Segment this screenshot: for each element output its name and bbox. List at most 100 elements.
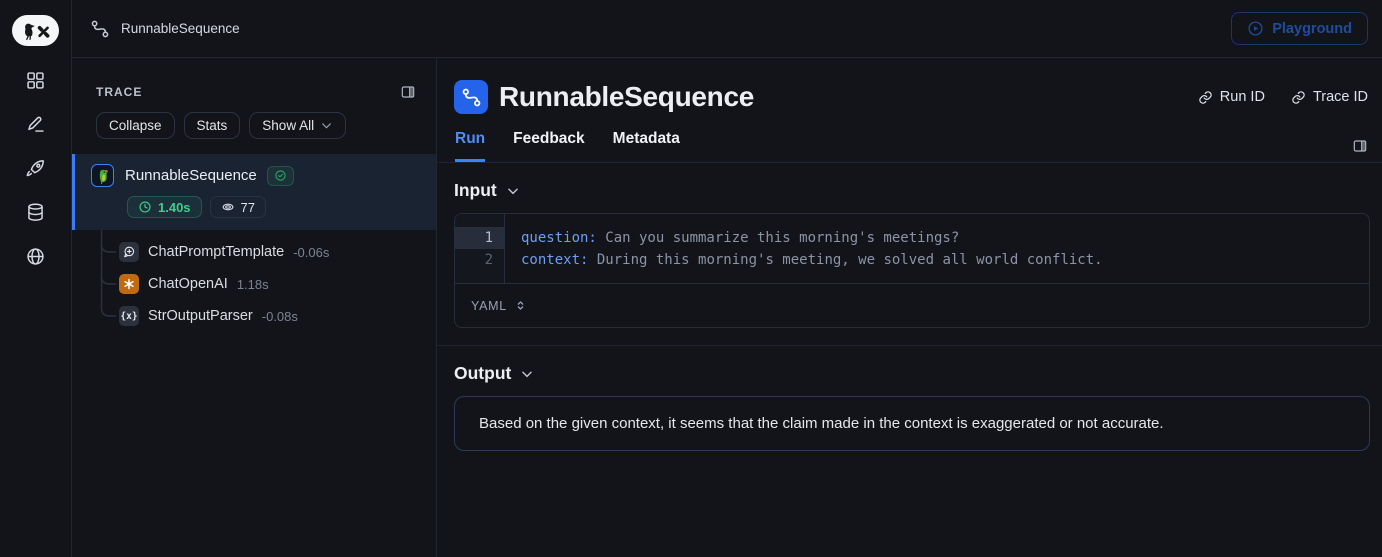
output-value-box: Based on the given context, it seems tha… (454, 396, 1370, 451)
show-all-dropdown[interactable]: Show All (249, 112, 347, 139)
chevron-down-icon (522, 371, 533, 377)
trace-row-stroutputparser[interactable]: {x} StrOutputParser -0.08s (72, 300, 436, 332)
app-sidebar (0, 0, 72, 557)
input-section: Input 1 2 question: Can you summarize th… (437, 180, 1382, 328)
root-run-name: RunnableSequence (125, 167, 257, 184)
sequence-icon (91, 20, 109, 37)
grid-icon (27, 71, 44, 89)
topbar-title: RunnableSequence (121, 21, 240, 36)
child-run-duration: -0.08s (261, 308, 298, 324)
run-tabs: Run Feedback Metadata (437, 114, 1382, 163)
sidebar-item-deployments[interactable] (0, 146, 72, 190)
sidebar-item-hub[interactable] (0, 234, 72, 278)
editor-footer: YAML (455, 283, 1369, 327)
format-selector[interactable]: YAML (471, 299, 527, 313)
langsmith-logo[interactable] (12, 15, 59, 46)
line-number: 2 (484, 252, 493, 268)
page-title: RunnableSequence (499, 81, 755, 112)
show-all-label: Show All (262, 118, 315, 133)
format-value: YAML (471, 298, 507, 313)
yaml-key: question: (521, 230, 597, 246)
sidebar-item-annotate[interactable] (0, 102, 72, 146)
yaml-value: During this morning's meeting, we solved… (588, 252, 1103, 268)
topbar: RunnableSequence Playground (72, 0, 1382, 58)
chevron-down-icon (507, 188, 518, 194)
parser-glyph: {x} (120, 310, 138, 322)
child-run-name: ChatOpenAI (148, 276, 228, 292)
run-detail-panel: RunnableSequence Run ID Trace ID Run Fee… (437, 58, 1382, 557)
sort-chevrons-icon (517, 301, 524, 310)
duration-badge: 1.40s (127, 196, 202, 218)
code-content: question: Can you summarize this morning… (505, 214, 1369, 283)
run-id-label: Run ID (1219, 89, 1265, 105)
tab-feedback[interactable]: Feedback (513, 130, 585, 147)
run-id-link[interactable]: Run ID (1198, 89, 1265, 105)
playground-button[interactable]: Playground (1231, 12, 1368, 45)
trace-children: ChatPromptTemplate -0.06s (72, 230, 436, 332)
input-heading: Input (454, 180, 497, 200)
run-header: RunnableSequence Run ID Trace ID (437, 58, 1382, 114)
tokens-value: 77 (240, 199, 256, 215)
clock-icon (139, 201, 151, 213)
parrot-tools-icon (24, 23, 49, 40)
token-icon (222, 203, 233, 211)
trace-row-chatprompttemplate[interactable]: ChatPromptTemplate -0.06s (72, 236, 436, 268)
message-plus-icon (119, 242, 139, 262)
output-section-header[interactable]: Output (454, 363, 1370, 384)
openai-icon (119, 274, 139, 294)
trace-panel: TRACE Collapse Stats Show All (72, 58, 437, 557)
success-status-badge (266, 165, 294, 186)
line-number-gutter: 1 2 (455, 214, 505, 283)
stats-button[interactable]: Stats (183, 112, 241, 139)
output-section: Output Based on the given context, it se… (437, 363, 1382, 451)
collapse-button[interactable]: Collapse (96, 112, 175, 139)
database-icon (28, 203, 43, 221)
trace-title: TRACE (96, 85, 143, 99)
tokens-badge: 77 (209, 196, 267, 218)
trace-id-link[interactable]: Trace ID (1291, 89, 1368, 105)
trace-row-chatopenai[interactable]: ChatOpenAI 1.18s (72, 268, 436, 300)
input-section-header[interactable]: Input (454, 180, 1370, 201)
input-code-editor[interactable]: 1 2 question: Can you summarize this mor… (454, 213, 1370, 328)
id-links: Run ID Trace ID (1198, 89, 1368, 105)
collapse-label: Collapse (109, 118, 162, 133)
trace-controls: Collapse Stats Show All (72, 100, 436, 139)
braces-x-icon: {x} (119, 306, 139, 326)
line-number: 1 (455, 227, 504, 249)
yaml-key: context: (521, 252, 589, 268)
tab-run[interactable]: Run (455, 124, 486, 162)
output-text: Based on the given context, it seems tha… (479, 415, 1164, 432)
link-icon (1199, 90, 1212, 104)
trace-id-label: Trace ID (1312, 89, 1368, 105)
side-panel-icon[interactable] (1352, 138, 1368, 154)
code-line-1: question: Can you summarize this morning… (521, 227, 1369, 249)
play-circle-icon (1248, 21, 1263, 36)
trace-row-runnablesequence[interactable]: RunnableSequence 1.40s (72, 154, 436, 230)
collapse-panel-icon[interactable] (400, 84, 416, 100)
output-heading: Output (454, 363, 512, 383)
stats-label: Stats (196, 118, 228, 133)
parrot-run-icon (91, 164, 114, 187)
trace-header: TRACE (72, 58, 436, 100)
sequence-run-icon (454, 80, 488, 114)
rocket-icon (26, 159, 44, 176)
globe-icon (27, 247, 44, 265)
root-run-badges: 1.40s 77 (127, 196, 422, 218)
child-run-name: ChatPromptTemplate (148, 244, 285, 260)
pencil-icon (28, 116, 44, 132)
yaml-value: Can you summarize this morning's meeting… (596, 230, 960, 246)
sidebar-item-dashboard[interactable] (0, 58, 72, 102)
sidebar-item-datasets[interactable] (0, 190, 72, 234)
check-circle-icon (275, 170, 286, 181)
trace-tree: RunnableSequence 1.40s (72, 154, 436, 332)
section-divider (437, 345, 1382, 346)
tab-metadata[interactable]: Metadata (612, 130, 680, 147)
chevron-down-icon (322, 123, 331, 129)
child-run-duration: -0.06s (293, 244, 330, 260)
child-run-name: StrOutputParser (148, 308, 253, 324)
duration-value: 1.40s (158, 199, 191, 215)
playground-label: Playground (1272, 20, 1352, 37)
link-icon (1292, 90, 1305, 104)
child-run-duration: 1.18s (236, 276, 269, 292)
sidebar-nav (0, 58, 72, 278)
